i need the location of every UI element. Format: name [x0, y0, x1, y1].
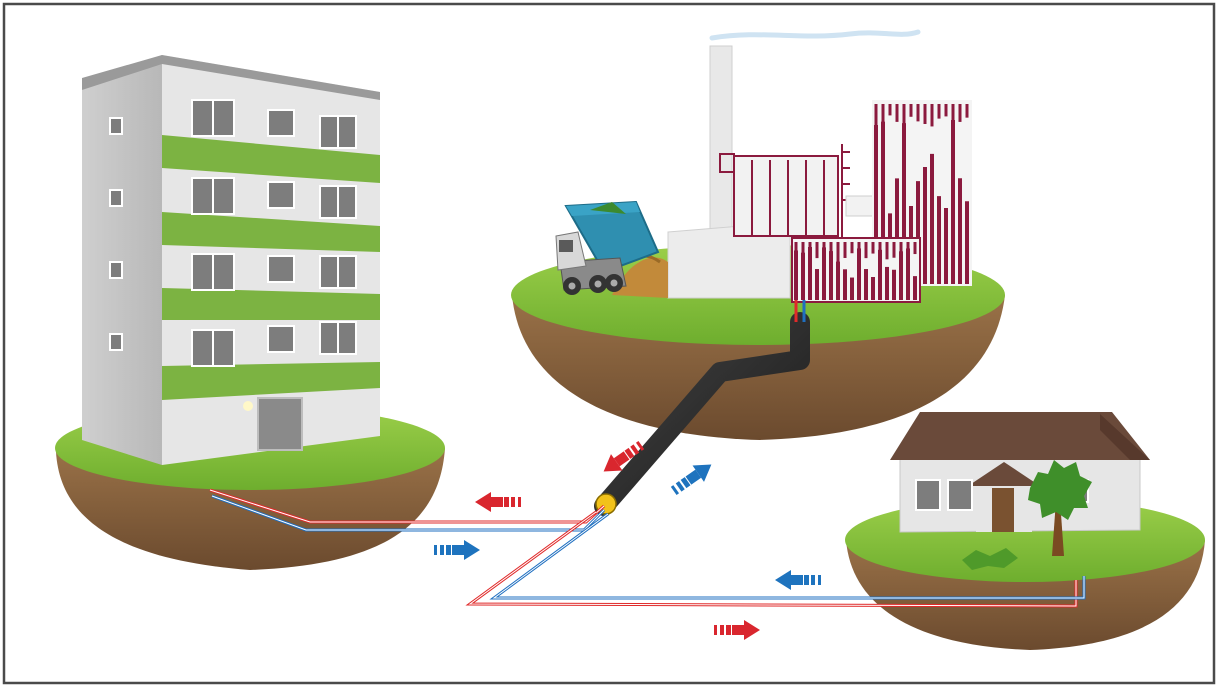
family-house: [890, 412, 1150, 533]
entrance-door: [257, 397, 303, 451]
biomass-heating-plant: [667, 45, 972, 303]
tank-stripes: [794, 242, 917, 300]
tree-icon: [1028, 460, 1092, 556]
hot-flow-arrow-to-house: [714, 620, 760, 640]
insulated-trunk-pipe: [594, 312, 810, 516]
steam-plume: [709, 29, 921, 41]
flow-arrows: [434, 440, 821, 640]
house-door: [992, 488, 1014, 532]
entrance-lamp: [243, 401, 253, 411]
cold-flow-arrow-to-plant: [670, 464, 712, 496]
hot-flow-arrow-from-plant: [603, 440, 645, 472]
cold-flow-arrow-from-apartments: [434, 540, 480, 560]
dump-truck: [555, 200, 668, 298]
bush: [962, 548, 1018, 570]
district-heating-pipes: [209, 300, 1086, 608]
hot-flow-arrow-to-apartments: [475, 492, 521, 512]
apartment-building: [82, 55, 380, 465]
cold-flow-arrow-from-house: [775, 570, 821, 590]
